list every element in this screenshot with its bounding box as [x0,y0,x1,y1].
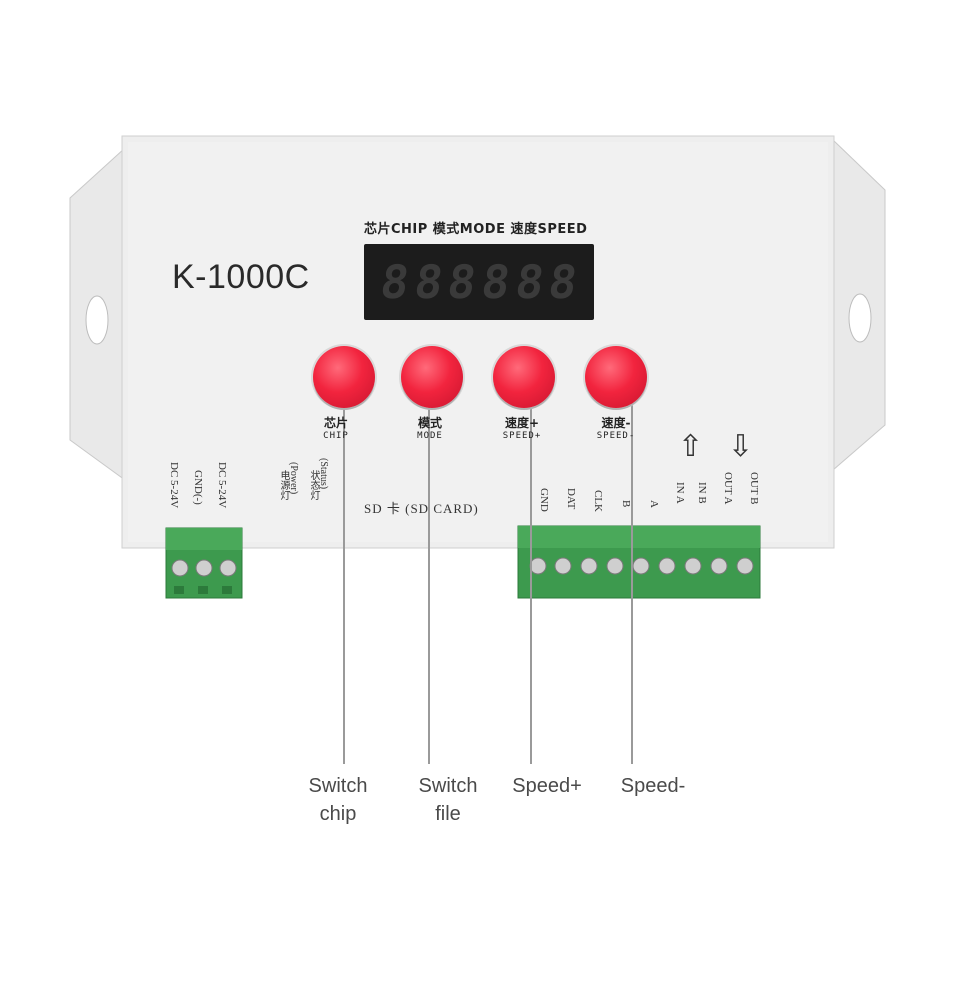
arrow-up-icon: ⇧ [678,429,704,464]
callout-switch-chip: Switch chip [308,775,368,825]
sd-card-slot-label: SD 卡 (SD CARD) [364,501,479,516]
terminal-label: GND [538,488,550,512]
leader-lines [343,398,633,764]
callout-switch-file: Switch file [418,775,478,825]
terminal-label: DC 5-24V [216,462,228,509]
power-indicator-label: 电源灯 [278,470,289,500]
mode-button-label-en: MODE [417,431,443,441]
chip-button-label-en: CHIP [323,431,349,441]
speed-down-label-cn: 速度- [601,416,631,430]
display-header: 芯片CHIP 模式MODE 速度SPEED [364,222,588,237]
display-digit: 8 [377,255,413,309]
mode-button-label-cn: 模式 [417,416,442,430]
terminal-label: A [648,500,660,508]
display-digit: 8 [410,255,447,309]
terminal-label: GND(-) [192,470,204,505]
arrow-down-icon: ⇩ [728,429,754,464]
mode-button-label: 模式 MODE [390,414,470,441]
terminal-label: DC 5-24V [168,462,180,509]
model-label: K-1000C [172,258,310,296]
callout-speed-up: Speed+ [512,775,582,797]
seven-segment-display: 8 8 8 8 8 8 [364,244,594,320]
power-terminal-block [165,527,243,599]
speed-up-button-label: 速度+ SPEED+ [482,414,562,441]
output-terminal-block [517,525,761,599]
display-digit: 8 [511,255,548,309]
power-indicator-label-en: (Power) [288,462,299,495]
chip-button-label: 芯片 CHIP [296,414,376,441]
terminal-label: B [620,500,632,508]
speed-up-button[interactable] [493,346,555,408]
display-digit: 8 [478,255,514,309]
speed-down-button-label: 速度- SPEED- [576,414,656,441]
terminal-label: CLK [592,490,604,512]
display-digit: 8 [545,255,581,309]
terminal-label: OUT A [722,472,734,505]
speed-down-button[interactable] [585,346,647,408]
right-mount-hole [848,293,872,343]
status-indicator-label: 状态灯 [308,470,319,500]
terminal-label: OUT B [748,472,760,505]
mode-button[interactable] [401,346,463,408]
terminal-label: DAT [565,488,577,510]
device-front-face [128,142,828,542]
display-digit: 8 [444,255,480,309]
status-indicator-label-en: (Status) [318,458,329,490]
speed-up-label-en: SPEED+ [502,431,542,441]
speed-up-label-cn: 速度+ [504,416,540,430]
terminal-label: IN B [696,482,708,504]
terminal-label: IN A [674,482,686,504]
speed-down-label-en: SPEED- [596,431,636,441]
chip-button-label-cn: 芯片 [323,416,348,430]
callout-speed-down: Speed- [620,775,686,797]
left-mount-hole [85,295,109,345]
chip-button[interactable] [313,346,375,408]
